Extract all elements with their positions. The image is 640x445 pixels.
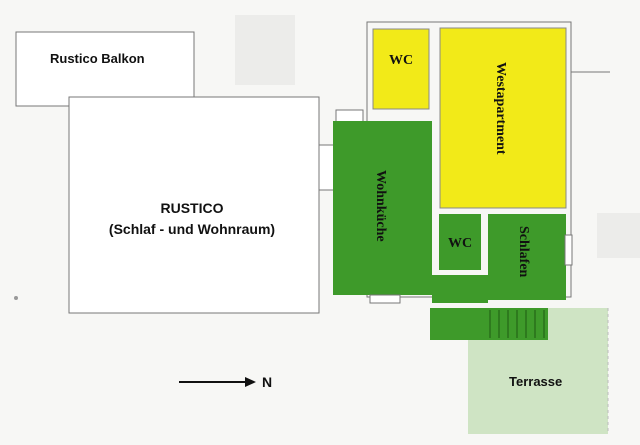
- rustico-room: [68, 96, 320, 314]
- terrasse-label: Terrasse: [509, 374, 563, 389]
- schlafen-room: [488, 214, 566, 300]
- schlafen-label: Schlafen: [516, 226, 531, 278]
- wc-bottom-room: [439, 214, 481, 270]
- stair-steps: [489, 310, 545, 338]
- wohnkueche-room: [333, 121, 432, 295]
- rustico-title: RUSTICO: [160, 200, 224, 216]
- kitchen-door-bottom: [369, 294, 401, 304]
- speck: [14, 296, 18, 300]
- shadow-patch: [235, 15, 295, 85]
- stairs-area: [430, 308, 548, 340]
- schlafen-window: [564, 234, 573, 266]
- shadow-patch-right: [597, 213, 640, 258]
- westapartment-label: Westapartment: [493, 62, 508, 155]
- rustico-subtitle: (Schlaf - und Wohnraum): [108, 221, 276, 237]
- rustico-door-left: [318, 144, 335, 191]
- wc-top-room: [372, 28, 430, 110]
- rustico-balkon-label: Rustico Balkon: [50, 51, 145, 66]
- westapartment-room: [439, 27, 567, 209]
- hallway-room: [432, 275, 488, 303]
- wc-top-label: WC: [388, 53, 414, 68]
- wohnkueche-label: Wohnküche: [373, 170, 388, 242]
- rustico-title-block: RUSTICO (Schlaf - und Wohnraum): [92, 198, 292, 240]
- north-arrow-head: [245, 377, 256, 387]
- north-label: N: [262, 374, 273, 390]
- rustico-balkon-room: [15, 31, 195, 107]
- wc-bottom-label: WC: [447, 236, 473, 251]
- window-top-kitchen: [335, 109, 364, 123]
